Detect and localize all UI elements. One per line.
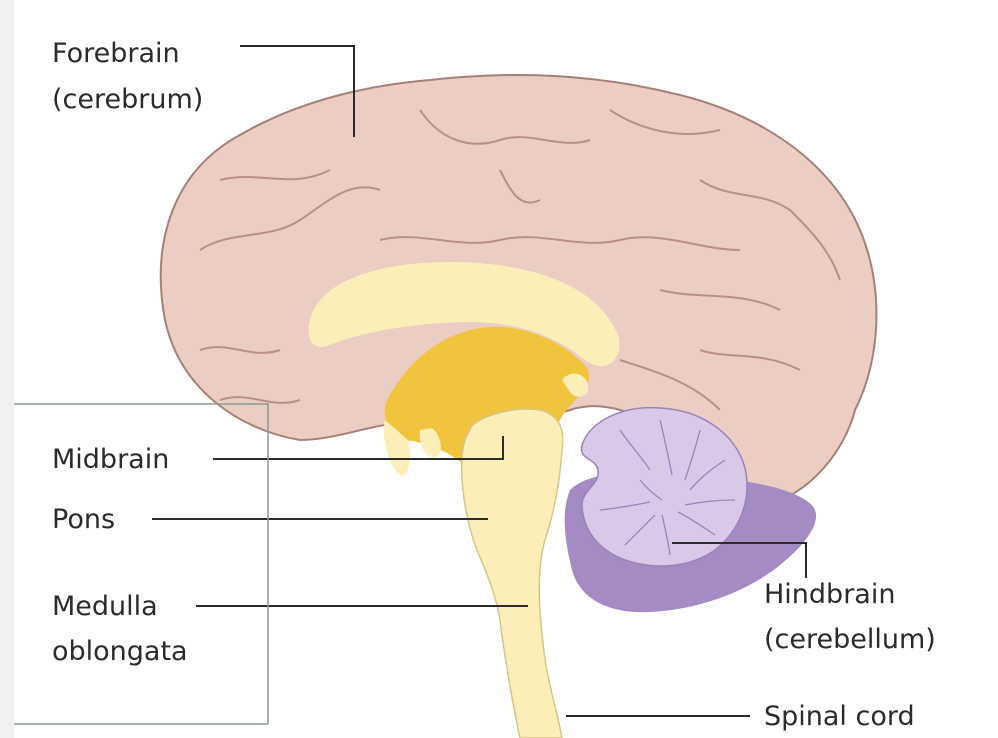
hypothalamus-bits [383, 373, 589, 476]
left-margin-strip [0, 0, 14, 738]
hindbrain-label-line1: Hindbrain [764, 579, 895, 610]
medulla-label-line2: oblongata [52, 636, 188, 667]
corpus-callosum-shape [308, 262, 620, 366]
forebrain-label-line2: (cerebrum) [52, 84, 203, 115]
midbrain-label: Midbrain [52, 444, 169, 475]
folia-lines [599, 419, 736, 556]
brainstem-label-bracket [14, 403, 269, 725]
midbrain-leader [213, 436, 504, 460]
cerebellum-shape [580, 406, 748, 567]
leader-lines [152, 45, 807, 717]
forebrain-label-line1: Forebrain [52, 38, 180, 69]
medulla-label-line1: Medulla [52, 591, 158, 622]
forebrain-leader [240, 45, 355, 137]
gyri-lines [199, 109, 841, 411]
hindbrain-label-line2: (cerebellum) [764, 624, 936, 655]
spinal-cord-label: Spinal cord [764, 701, 915, 732]
hindbrain-leader [672, 542, 807, 578]
pons-label: Pons [52, 504, 115, 535]
brainstem-shape [460, 408, 564, 738]
